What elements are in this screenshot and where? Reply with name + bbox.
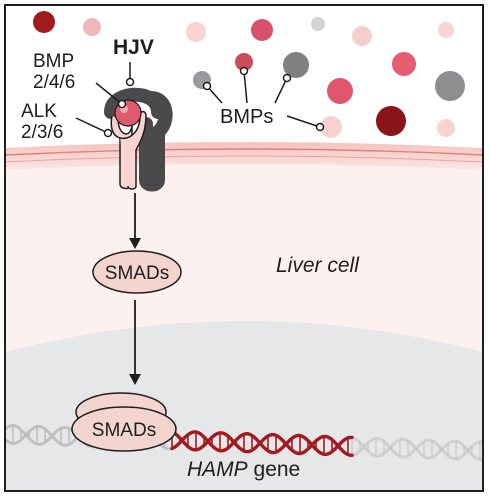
- hjv-cap: [104, 87, 165, 119]
- bmp-ligand: [435, 71, 465, 101]
- bmp-ligand: [83, 18, 101, 36]
- bmp-ligand: [392, 52, 416, 76]
- bmp-ligand: [376, 106, 406, 136]
- hamp-gene-label: HAMP gene: [187, 458, 300, 481]
- bmp-receptor-complex-icon: [104, 87, 173, 192]
- bmp-ligand: [186, 22, 206, 42]
- bmp-ligand: [438, 22, 454, 38]
- smads-label-cytoplasm: SMADs: [105, 263, 169, 284]
- bmpr2-receptor: [119, 110, 147, 190]
- dna-strand: [350, 436, 483, 461]
- bmp-ligand: [283, 52, 309, 78]
- membrane-line-inner: [5, 155, 483, 163]
- alk-label-line2: 2/3/6: [21, 122, 63, 143]
- bmp-ligand: [311, 17, 325, 31]
- down-arrow-icon: [129, 300, 141, 385]
- dna-strand: [170, 430, 354, 457]
- hjv-label: HJV: [113, 36, 154, 59]
- bmp-ligand: [437, 119, 455, 137]
- bmp-label-line2: 2/4/6: [33, 72, 75, 93]
- down-arrow-icon: [129, 193, 141, 249]
- membrane-line-outer: [5, 148, 483, 156]
- smads-nuclear-front: [71, 406, 177, 452]
- smads-label-nucleus: SMADs: [92, 420, 156, 441]
- bmp-ligand: [352, 26, 372, 46]
- figure-frame: [4, 4, 484, 492]
- hamp-gene-name: HAMP: [187, 458, 248, 481]
- hamp-gene-suffix: gene: [248, 458, 301, 481]
- bmps-label: BMPs: [220, 106, 273, 128]
- bmp-ligand: [33, 11, 55, 33]
- smads-cytoplasmic: [92, 250, 182, 294]
- bmp-ligand-cluster: [33, 11, 465, 138]
- dna-strand: [170, 430, 354, 457]
- bmp-ligand: [327, 78, 353, 104]
- bmp-ligand: [251, 19, 273, 41]
- bmps-leader-dots: [202, 66, 325, 132]
- bmp-label-line1: BMP: [33, 51, 74, 72]
- liver-cell-label: Liver cell: [276, 254, 360, 277]
- bmp-ligand: [320, 116, 342, 138]
- receptor-leader-dots: [103, 77, 135, 138]
- alk-label-line1: ALK: [21, 101, 57, 122]
- bmp-ligand: [235, 53, 253, 71]
